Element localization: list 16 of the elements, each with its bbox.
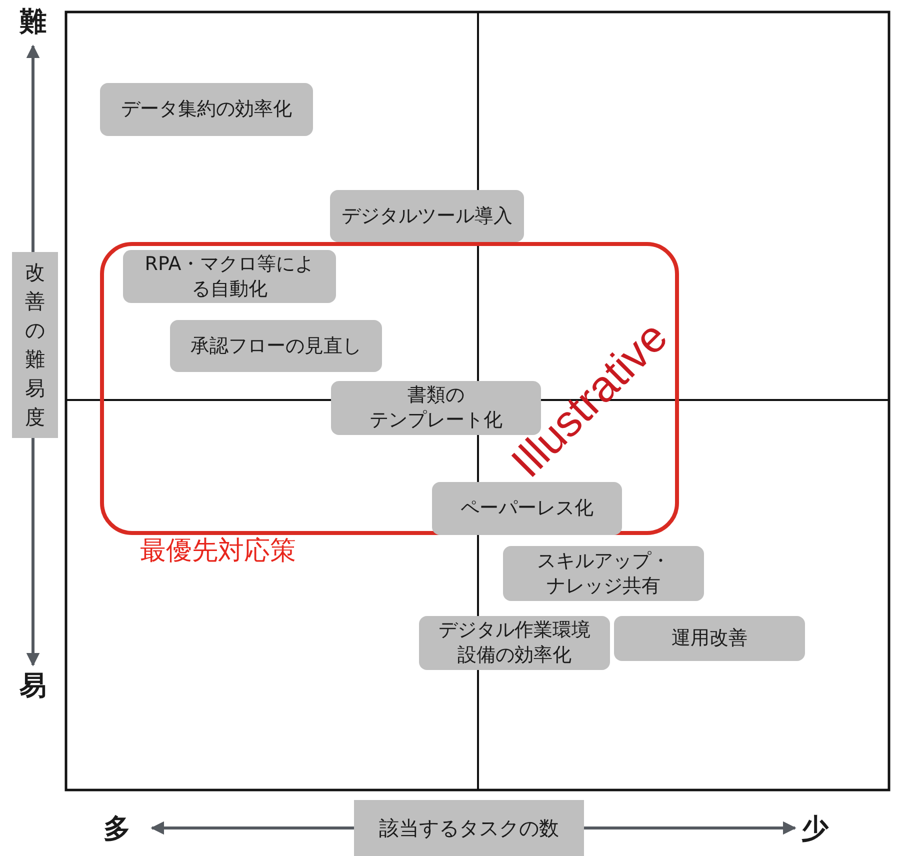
task-box: ペーパーレス化 (432, 482, 622, 535)
task-box: RPA・マクロ等による自動化 (123, 250, 336, 303)
task-box: 運用改善 (614, 616, 805, 661)
axis-title: 改善の難易度 (12, 252, 58, 438)
task-box: デジタル作業環境設備の効率化 (419, 616, 610, 670)
frame-title: 最優先対応策 (140, 535, 296, 568)
task-box: スキルアップ・ナレッジ共有 (503, 546, 704, 601)
task-box: 承認フローの見直し (170, 320, 382, 372)
axis-end-label: 少 (802, 816, 828, 842)
axis-end-label: 易 (20, 672, 46, 700)
task-box: 書類のテンプレート化 (331, 381, 541, 435)
task-box: デジタルツール導入 (330, 190, 524, 242)
task-box: データ集約の効率化 (100, 83, 313, 136)
axis-title: 該当するタスクの数 (354, 800, 584, 856)
axis-end-label: 難 (20, 8, 46, 36)
axis-end-label: 多 (104, 816, 130, 842)
